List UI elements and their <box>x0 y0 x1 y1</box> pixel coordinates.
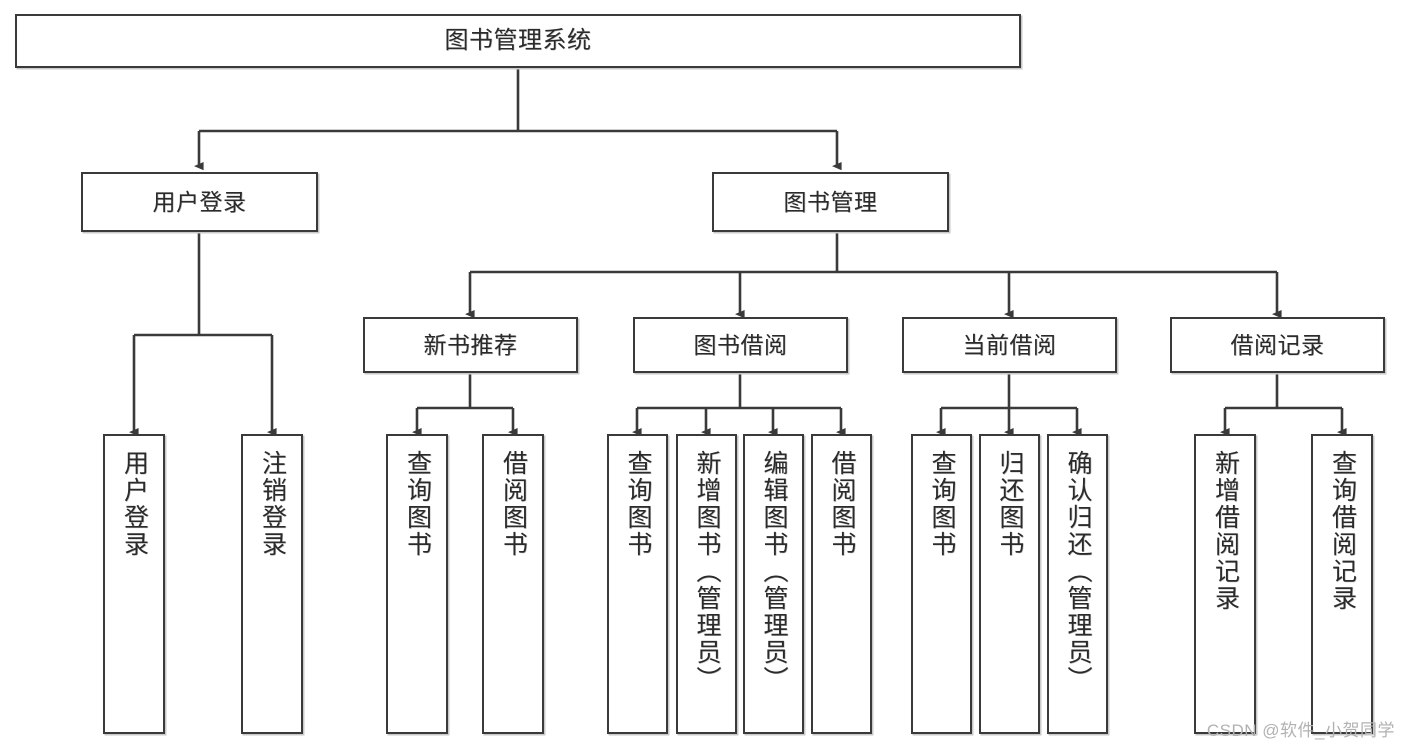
watermark: CSDN @软件_小贺同学 <box>1206 721 1395 740</box>
leaf-user-logout[interactable]: 注销登录 <box>241 434 303 734</box>
node-label: 新增图书（管理员） <box>693 450 721 693</box>
node-root-system[interactable]: 图书管理系统 <box>15 14 1021 68</box>
leaf-query-borrow-record[interactable]: 查询借阅记录 <box>1311 434 1373 734</box>
node-label: 查询图书 <box>624 450 652 558</box>
leaf-query-book-borrow[interactable]: 查询图书 <box>607 434 668 734</box>
node-label: 新增借阅记录 <box>1211 450 1240 612</box>
node-label: 用户登录 <box>152 188 247 215</box>
node-label: 注销登录 <box>258 450 287 558</box>
node-label: 新书推荐 <box>423 331 518 358</box>
node-current-borrow[interactable]: 当前借阅 <box>902 317 1117 373</box>
node-borrow-record[interactable]: 借阅记录 <box>1170 317 1385 373</box>
leaf-add-book-admin[interactable]: 新增图书（管理员） <box>676 434 737 734</box>
leaf-borrow-book-recommend[interactable]: 借阅图书 <box>482 434 544 734</box>
node-label: 归还图书 <box>996 450 1024 558</box>
node-label: 图书管理 <box>783 188 878 215</box>
leaf-return-book[interactable]: 归还图书 <box>979 434 1040 734</box>
leaf-query-book-recommend[interactable]: 查询图书 <box>386 434 448 734</box>
leaf-confirm-return-admin[interactable]: 确认归还（管理员） <box>1047 434 1108 734</box>
node-label: 图书管理系统 <box>444 27 592 55</box>
node-label: 确认归还（管理员） <box>1064 450 1092 693</box>
leaf-user-login[interactable]: 用户登录 <box>103 434 165 734</box>
node-label: 编辑图书（管理员） <box>760 450 788 693</box>
node-user-login[interactable]: 用户登录 <box>81 172 318 232</box>
node-label: 查询借阅记录 <box>1328 450 1357 612</box>
leaf-query-book-current[interactable]: 查询图书 <box>911 434 972 734</box>
node-label: 查询图书 <box>928 450 956 558</box>
leaf-add-borrow-record[interactable]: 新增借阅记录 <box>1194 434 1256 734</box>
node-label: 图书借阅 <box>693 331 788 358</box>
node-label: 当前借阅 <box>962 331 1057 358</box>
node-book-manage[interactable]: 图书管理 <box>712 172 949 232</box>
node-label: 用户登录 <box>120 450 149 558</box>
node-new-book-recommend[interactable]: 新书推荐 <box>363 317 578 373</box>
node-label: 借阅图书 <box>828 450 856 558</box>
leaf-borrow-book[interactable]: 借阅图书 <box>811 434 872 734</box>
node-label: 查询图书 <box>403 450 432 558</box>
node-label: 借阅记录 <box>1230 331 1325 358</box>
node-label: 借阅图书 <box>499 450 528 558</box>
node-book-borrow[interactable]: 图书借阅 <box>633 317 848 373</box>
leaf-edit-book-admin[interactable]: 编辑图书（管理员） <box>743 434 804 734</box>
